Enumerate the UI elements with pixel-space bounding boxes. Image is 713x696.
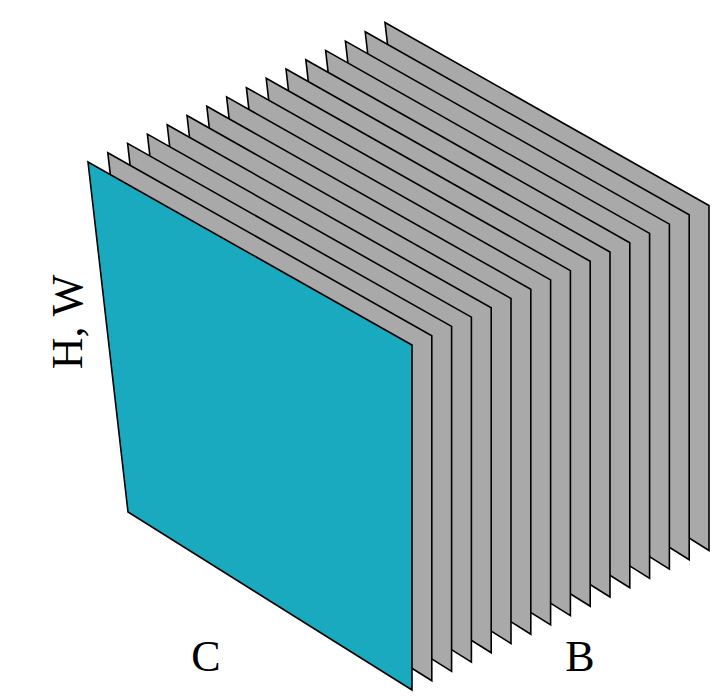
front-slab	[88, 162, 412, 690]
axis-label: C	[191, 635, 220, 679]
axis-label: B	[565, 635, 594, 679]
axis-label: H, W	[46, 275, 90, 370]
